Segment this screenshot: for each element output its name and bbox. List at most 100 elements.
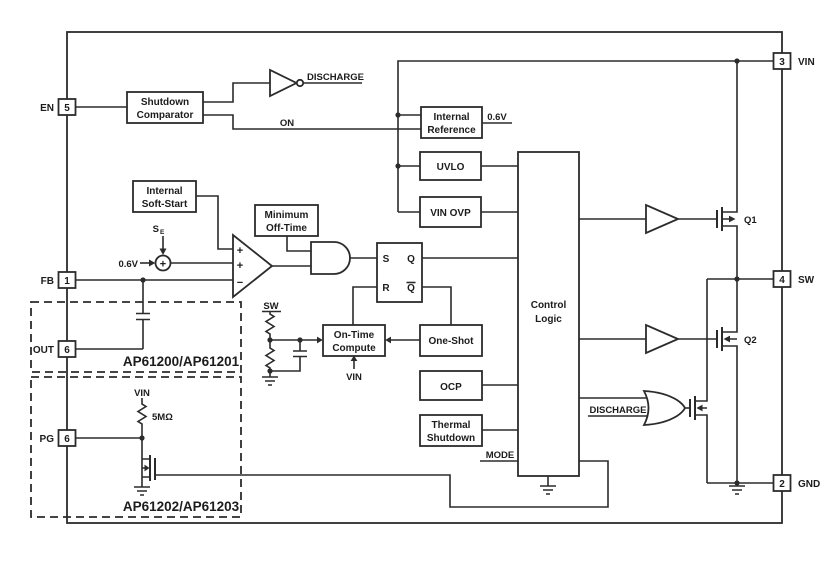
pin-label-out: OUT <box>33 345 54 356</box>
wire-on <box>203 114 421 130</box>
and-gate-icon <box>310 241 351 275</box>
wire-fb-out-cap <box>76 280 144 350</box>
arrow-divider-ontime <box>317 336 323 344</box>
pin-number-fb: 1 <box>64 276 70 287</box>
wire-qbar-to-oneshot <box>422 286 452 325</box>
latch-q: Q <box>407 254 415 265</box>
label-discharge-top: DISCHARGE <box>307 72 364 83</box>
signal-labels: DISCHARGE ON 0.6V 0.6V S E SW VIN VIN 5M… <box>118 72 757 461</box>
label-ref-0v6: 0.6V <box>487 112 507 123</box>
inverter-gate-icon <box>269 68 299 98</box>
label-vin-ontime: VIN <box>346 372 362 383</box>
comparator-plus-top: + <box>237 245 243 257</box>
block-internal-reference <box>420 106 483 139</box>
mosfet-pg <box>141 438 156 487</box>
variant-label-upper: AP61200/AP61201 <box>123 354 240 369</box>
latch-s: S <box>383 254 390 265</box>
inverter-bubble-icon <box>295 78 305 88</box>
summing-junction-icon <box>154 254 172 272</box>
pin-box-en <box>57 98 77 116</box>
wire-shutdown-to-inverter <box>203 82 270 103</box>
pins: 5 EN 1 FB 6 OUT 6 PG 3 VIN 4 SW 2 GND <box>33 52 820 492</box>
pin-number-vin: 3 <box>779 57 785 68</box>
symbols: + + + − <box>133 58 746 496</box>
ocp-label: OCP <box>440 382 462 393</box>
label-q1: Q1 <box>744 215 757 226</box>
block-one-shot <box>419 324 483 357</box>
block-uvlo <box>419 151 482 181</box>
block-sr-latch <box>376 242 423 303</box>
pin-box-out <box>57 340 77 358</box>
comparator-plus-mid: + <box>237 260 243 272</box>
variant-box-lower <box>30 376 242 518</box>
label-sum-0v6: 0.6V <box>118 259 138 270</box>
arrow-se-down <box>159 248 167 255</box>
mosfet-q2 <box>716 279 738 483</box>
uvlo-label: UVLO <box>437 162 465 173</box>
wire-ontime-to-r <box>352 286 377 325</box>
arrow-ref-sum <box>149 259 156 267</box>
control-logic-line1: Control <box>531 300 567 311</box>
label-on: ON <box>280 118 294 129</box>
pin-number-sw: 4 <box>779 275 785 286</box>
block-internal-soft-start <box>132 180 197 213</box>
mosfet-discharge <box>689 279 708 483</box>
junction-dots <box>139 58 740 486</box>
resistor-sw-top <box>264 311 276 340</box>
latch-r: R <box>382 283 390 294</box>
variant-box-upper <box>30 301 242 373</box>
label-vin-pg: VIN <box>134 388 150 399</box>
resistor-pg-5mohm <box>136 398 148 438</box>
variant-label-lower: AP61202/AP61203 <box>123 499 240 514</box>
vin-ovp-label: VIN OVP <box>430 208 471 219</box>
block-minimum-off-time <box>254 204 319 237</box>
block-vin-ovp <box>419 196 482 228</box>
pin-label-vin: VIN <box>798 57 815 68</box>
pin-number-pg: 6 <box>64 434 70 445</box>
capacitor-ontime <box>270 340 307 372</box>
comparator-minus: − <box>237 277 243 289</box>
one-shot-label: One-Shot <box>429 336 475 347</box>
pin-label-pg: PG <box>40 434 55 445</box>
block-ocp <box>419 370 483 401</box>
pin-label-sw: SW <box>798 275 815 286</box>
internal-reference-line1: Internal <box>433 112 469 123</box>
pin-box-pg <box>57 429 77 447</box>
internal-soft-start-line2: Soft-Start <box>142 199 188 210</box>
driver-q2-icon <box>645 323 681 355</box>
internal-reference-line2: Reference <box>427 125 476 136</box>
wire-softstart-to-comparator <box>196 195 233 250</box>
label-q2: Q2 <box>744 335 757 346</box>
thermal-shutdown-line2: Shutdown <box>427 433 475 444</box>
wires <box>76 60 774 508</box>
label-sw-sense: SW <box>263 301 278 312</box>
label-se-sub: E <box>160 229 165 236</box>
arrow-oneshot-ontime <box>385 336 391 344</box>
internal-soft-start-line1: Internal <box>146 186 182 197</box>
shutdown-comparator-line1: Shutdown <box>141 97 189 108</box>
minimum-off-time-line1: Minimum <box>265 210 309 221</box>
pin-label-en: EN <box>40 103 54 114</box>
thermal-shutdown-line1: Thermal <box>432 420 471 431</box>
minimum-off-time-line2: Off-Time <box>266 223 307 234</box>
driver-q1-icon <box>645 203 681 235</box>
block-shutdown-comparator <box>126 91 204 124</box>
wire-vin-sense <box>397 60 774 212</box>
shutdown-comparator-line2: Comparator <box>137 110 194 121</box>
function-blocks: Shutdown Comparator Internal Soft-Start … <box>126 91 580 477</box>
pin-number-en: 5 <box>64 103 70 114</box>
label-mode: MODE <box>486 450 515 461</box>
block-thermal-shutdown <box>419 414 483 447</box>
pin-number-gnd: 2 <box>779 479 785 490</box>
pin-box-vin <box>772 52 792 70</box>
resistor-sw-bottom <box>264 340 276 377</box>
on-time-compute-line2: Compute <box>332 343 376 354</box>
latch-qbar: Q <box>407 283 415 294</box>
pin-box-gnd <box>772 474 792 492</box>
label-se: S <box>153 224 159 235</box>
pin-box-sw <box>772 270 792 288</box>
pin-box-fb <box>57 271 77 289</box>
or-gate-icon <box>642 390 687 426</box>
